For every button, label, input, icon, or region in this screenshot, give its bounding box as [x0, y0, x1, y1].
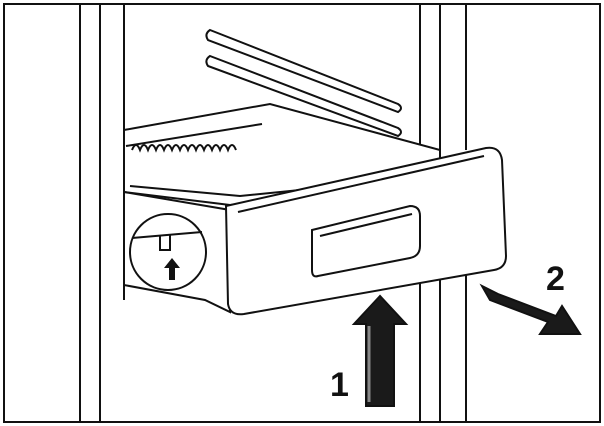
detail-up-arrow-icon [164, 258, 180, 280]
drawer-ribs [131, 144, 237, 153]
shelf-rails [205, 28, 402, 138]
step-2-label: 2 [546, 260, 565, 298]
drawer-handle [311, 204, 421, 278]
detail-callout [129, 213, 207, 291]
step-2-arrow-icon [479, 283, 582, 335]
step-1-label: 1 [330, 366, 349, 404]
step-1-arrow-icon [351, 294, 409, 407]
